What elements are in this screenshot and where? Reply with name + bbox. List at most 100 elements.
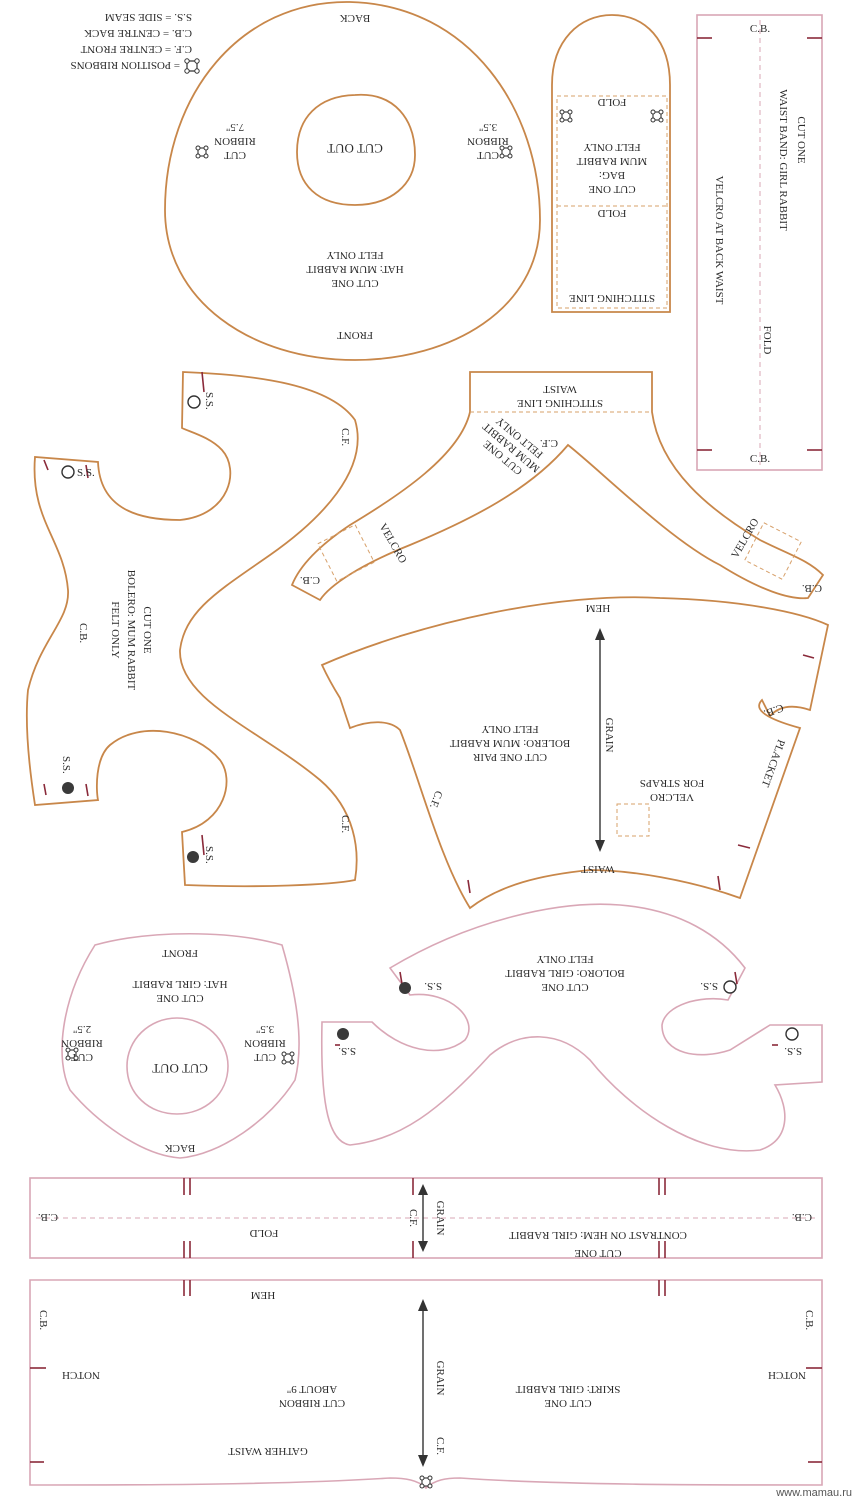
bag-fold-top: FOLD: [598, 96, 627, 108]
skirt-girl-gather: GATHER WAIST: [228, 1445, 308, 1457]
bolero-mum-piece: S.S. S.S. S.S. S.S. C.F. C.F. C.B. CUT O…: [25, 371, 359, 888]
bolero-girl-ss-2: S.S.: [700, 980, 718, 992]
straps-stitching: STITCHING LINE: [517, 397, 603, 409]
hat-girl-title: HAT: GIRL RABBIT: [132, 978, 227, 990]
hat-girl-back: BACK: [165, 1142, 196, 1154]
bolero-girl-cut-one: CUT ONE: [541, 981, 588, 993]
skirt-mum-title: BOLERO: MUM RABBIT: [450, 737, 571, 749]
bag-cut-one: CUT ONE: [588, 183, 635, 195]
straps-waist: WAIST: [543, 383, 577, 395]
bolero-girl-felt: FELT ONLY: [536, 953, 593, 965]
bag-piece: STITCHING LINE FOLD CUT ONE BAG: MUM RAB…: [551, 14, 671, 313]
skirt-girl-notch-left: NOTCH: [62, 1369, 100, 1381]
skirt-mum-grain: GRAIN: [603, 718, 615, 753]
legend-cb: C.B. = CENTRE BACK: [84, 27, 192, 39]
hat-girl-rib-l2: RIBBON: [61, 1037, 103, 1049]
position-ribbon-icon: [184, 58, 200, 74]
skirt-girl-grain: GRAIN: [434, 1361, 446, 1396]
side-seam-open-marker: [723, 980, 737, 994]
bolero-mum-ss-left: S.S.: [77, 467, 95, 479]
contrast-cf: C.F.: [407, 1209, 419, 1227]
skirt-girl-cb-right: C.B.: [803, 1310, 815, 1330]
hat-girl-cut-out: CUT OUT: [152, 1061, 208, 1076]
position-ribbon-icon: [499, 145, 513, 159]
bolero-girl-ss-3: S.S.: [338, 1045, 356, 1057]
bag-stitching: STITCHING LINE: [569, 292, 655, 304]
waistband-fold: FOLD: [761, 326, 773, 355]
hat-mum-back: BACK: [340, 12, 371, 24]
watermark: www.mamau.ru: [775, 1487, 852, 1499]
waistband-cut-one: CUT ONE: [795, 116, 807, 163]
position-ribbon-icon: [559, 109, 573, 123]
bolero-mum-felt: FELT ONLY: [109, 601, 121, 658]
position-ribbon-icon: [65, 1047, 79, 1061]
hat-mum-felt: FELT ONLY: [326, 249, 383, 261]
straps-velcro-left: VELCRO: [376, 521, 408, 565]
legend-ribbons: = POSITION RIBBONS: [71, 59, 181, 71]
hat-mum-title: HAT: MUM RABBIT: [306, 263, 404, 275]
position-ribbon-icon: [650, 109, 664, 123]
skirt-girl-notch-right: NOTCH: [768, 1369, 806, 1381]
bag-subtitle: MUM RABBIT: [576, 155, 647, 167]
waistband-piece: C.B. C.B. CUT ONE WAIST BAND: GIRL RABBI…: [696, 14, 823, 471]
bolero-mum-ss-bottom-left: S.S.: [60, 756, 72, 774]
hat-mum-rib-r2: RIBBON: [467, 135, 509, 147]
contrast-hem-piece: C.B. C.B. FOLD GRAIN C.F. CONTRAST ON HE…: [29, 1177, 823, 1259]
side-seam-open-marker: [61, 465, 75, 479]
side-seam-filled-marker: [337, 1028, 349, 1040]
bag-felt: FELT ONLY: [583, 141, 640, 153]
skirt-mum-cf: C.F.: [427, 789, 445, 810]
contrast-title: CONTRAST ON HEM: GIRL RABBIT: [509, 1229, 687, 1241]
contrast-cb-left: C.B.: [38, 1211, 58, 1223]
skirt-mum-placket: PLACKET: [759, 738, 787, 789]
bolero-mum-ss-top: S.S.: [203, 392, 215, 410]
skirt-girl-ribbon-2: ABOUT 9": [287, 1383, 337, 1395]
bag-title: BAG:: [599, 169, 625, 181]
bolero-girl-piece: CUT ONE BOLORO: GIRL RABBIT FELT ONLY S.…: [320, 903, 823, 1152]
legend-ss: S.S. = SIDE SEAM: [105, 11, 192, 23]
bag-fold-mid: FOLD: [598, 207, 627, 219]
position-ribbon-icon: [281, 1051, 295, 1065]
position-ribbon-icon: [195, 145, 209, 159]
side-seam-filled-marker: [187, 851, 199, 863]
waistband-velcro: VELCRO AT BACK WAIST: [713, 176, 725, 305]
skirt-girl-cut-one: CUT ONE: [544, 1397, 591, 1409]
hat-girl-rib-r3: 3.5": [256, 1023, 274, 1035]
bolero-mum-ss-bottom: S.S.: [203, 846, 215, 864]
bolero-girl-ss-1: S.S.: [424, 980, 442, 992]
bolero-mum-cb: C.B.: [77, 623, 89, 643]
skirt-mum-waist: WAIST: [581, 863, 615, 875]
side-seam-filled-marker: [399, 982, 411, 994]
skirt-mum-velcro-1: VELCRO: [650, 791, 694, 803]
hat-mum-rib-r1: CUT: [477, 149, 499, 161]
contrast-cut-one: CUT ONE: [574, 1247, 621, 1259]
contrast-grain: GRAIN: [434, 1201, 446, 1236]
waistband-title: WAIST BAND: GIRL RABBIT: [777, 89, 789, 231]
contrast-cb-right: C.B.: [792, 1211, 812, 1223]
hat-mum-cut-out: CUT OUT: [327, 141, 383, 156]
skirt-mum-hem: HEM: [586, 602, 611, 614]
skirt-mum-cb: C.B.: [762, 701, 785, 719]
straps-cb-left: C.B.: [300, 574, 320, 586]
bolero-mum-cf-bottom: C.F.: [339, 815, 351, 833]
side-seam-open-marker: [785, 1027, 799, 1041]
waistband-cb-top: C.B.: [750, 23, 770, 35]
bolero-mum-title: BOLERO: MUM RABBIT: [125, 570, 137, 691]
hat-girl-cut-one: CUT ONE: [156, 992, 203, 1004]
straps-cf: C.F.: [540, 437, 558, 449]
hat-mum-rib-l3: 7.5": [226, 121, 244, 133]
hat-mum-rib-l2: RIBBON: [214, 135, 256, 147]
hat-mum-front: FRONT: [337, 329, 373, 341]
hat-girl-front: FRONT: [162, 947, 198, 959]
hat-mum-cut-one: CUT ONE: [331, 277, 378, 289]
waistband-cb-bottom: C.B.: [750, 453, 770, 465]
straps-piece: STITCHING LINE WAIST C.F. CUT ONE MUM RA…: [290, 371, 825, 602]
hat-girl-rib-r1: CUT: [254, 1051, 276, 1063]
skirt-girl-ribbon-1: CUT RIBBON: [279, 1397, 345, 1409]
hat-mum-rib-r3: 3.5": [479, 121, 497, 133]
skirt-girl-piece: HEM C.B. C.B. NOTCH NOTCH GRAIN C.F. CUT…: [29, 1279, 823, 1490]
bolero-mum-cf-top: C.F.: [339, 428, 351, 446]
contrast-fold: FOLD: [250, 1227, 279, 1239]
skirt-girl-cf: C.F.: [434, 1437, 446, 1455]
